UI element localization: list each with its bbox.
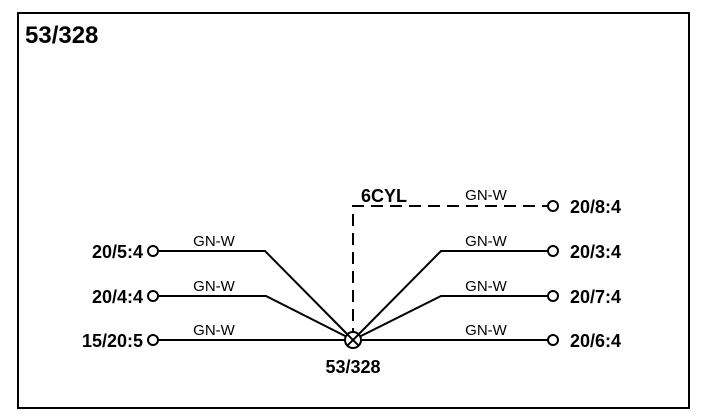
connector-label-left-mid: 20/4:4 [92,287,143,307]
terminal-right-dashed-icon [547,200,559,212]
terminal-right-mid-icon [547,290,559,302]
connector-label-right-mid: 20/7:4 [570,287,621,307]
connector-label-left-top: 20/5:4 [92,242,143,262]
terminal-right-top-icon [547,245,559,257]
wire-label-right-bottom: GN-W [465,322,507,339]
terminal-left-bottom-icon [147,334,159,346]
connector-label-left-bottom: 15/20:5 [82,331,143,351]
wire-right-top [352,250,548,341]
diagram-title: 53/328 [25,22,98,49]
terminal-left-mid-icon [147,290,159,302]
connector-label-right-top: 20/3:4 [570,242,621,262]
splice-icon [344,331,362,349]
option-label: 6CYL [361,186,407,206]
terminal-left-top-icon [147,245,159,257]
wire-label-left-mid: GN-W [193,278,235,295]
terminal-right-bottom-icon [547,334,559,346]
wire-label-right-top: GN-W [465,233,507,250]
wire-right-mid [352,295,548,341]
wire-label-left-top: GN-W [193,233,235,250]
connector-label-right-bottom: 20/6:4 [570,331,621,351]
wire-right-dashed [352,205,548,340]
diagram-frame [17,12,690,409]
wire-label-right-dashed: GN-W [465,187,507,204]
wire-left-top [158,250,354,341]
wire-left-mid [158,295,354,341]
splice-label: 53/328 [325,357,380,377]
wire-label-left-bottom: GN-W [193,322,235,339]
wire-label-right-mid: GN-W [465,278,507,295]
connector-label-right-dashed: 20/8:4 [570,197,621,217]
